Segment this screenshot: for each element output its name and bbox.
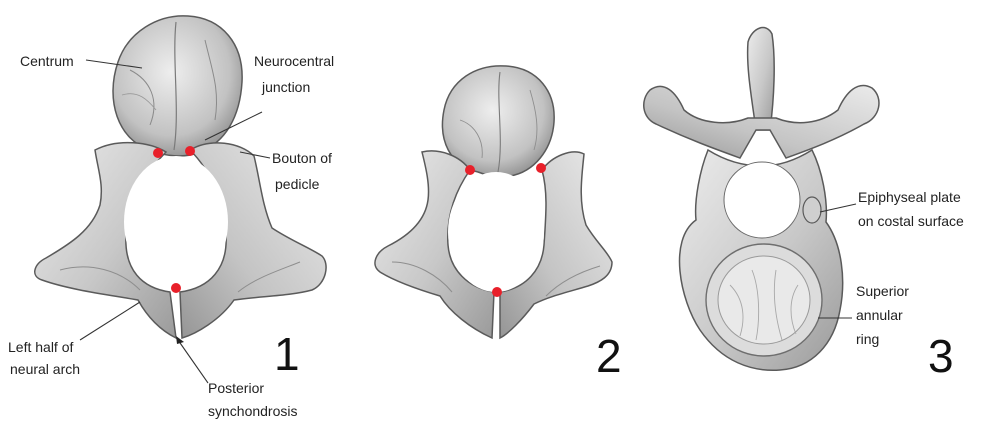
panel-2-marker-left: [465, 165, 475, 175]
panel-1-marker-bottom: [171, 283, 181, 293]
label-posterior-line2: synchondrosis: [208, 403, 298, 419]
label-superior-line2: annular: [856, 307, 903, 323]
panel-2-marker-bottom: [492, 287, 502, 297]
label-left-half-line2: neural arch: [10, 361, 80, 377]
panel-2-marker-right: [536, 163, 546, 173]
label-posterior-line1: Posterior: [208, 380, 264, 396]
label-centrum: Centrum: [20, 53, 74, 69]
label-neurocentral-line1: Neurocentral: [254, 53, 334, 69]
panel-3: Epiphyseal plate on costal surface Super…: [644, 28, 964, 382]
panel-number-1: 1: [274, 328, 300, 380]
panel-1-neural-arch: [35, 143, 326, 338]
panel-2: 2: [375, 66, 622, 382]
panel-number-3: 3: [928, 330, 954, 382]
leader-posterior: [178, 340, 208, 383]
panel-1-marker-left: [153, 148, 163, 158]
panel-2-neural-arch: [375, 151, 612, 338]
label-neurocentral-line2: junction: [261, 79, 310, 95]
leader-left-half: [80, 302, 140, 340]
panel-3-vertebra: [644, 28, 879, 371]
label-epiphyseal-line1: Epiphyseal plate: [858, 189, 961, 205]
label-superior-line3: ring: [856, 331, 879, 347]
label-superior-line1: Superior: [856, 283, 909, 299]
panel-1: Centrum Neurocentral junction Bouton of …: [8, 16, 334, 419]
label-epiphyseal-line2: on costal surface: [858, 213, 964, 229]
panel-number-2: 2: [596, 330, 622, 382]
label-left-half-line1: Left half of: [8, 339, 73, 355]
panel-1-marker-right: [185, 146, 195, 156]
label-bouton-line1: Bouton of: [272, 150, 332, 166]
panel-1-centrum: [113, 16, 242, 156]
label-bouton-line2: pedicle: [275, 176, 320, 192]
